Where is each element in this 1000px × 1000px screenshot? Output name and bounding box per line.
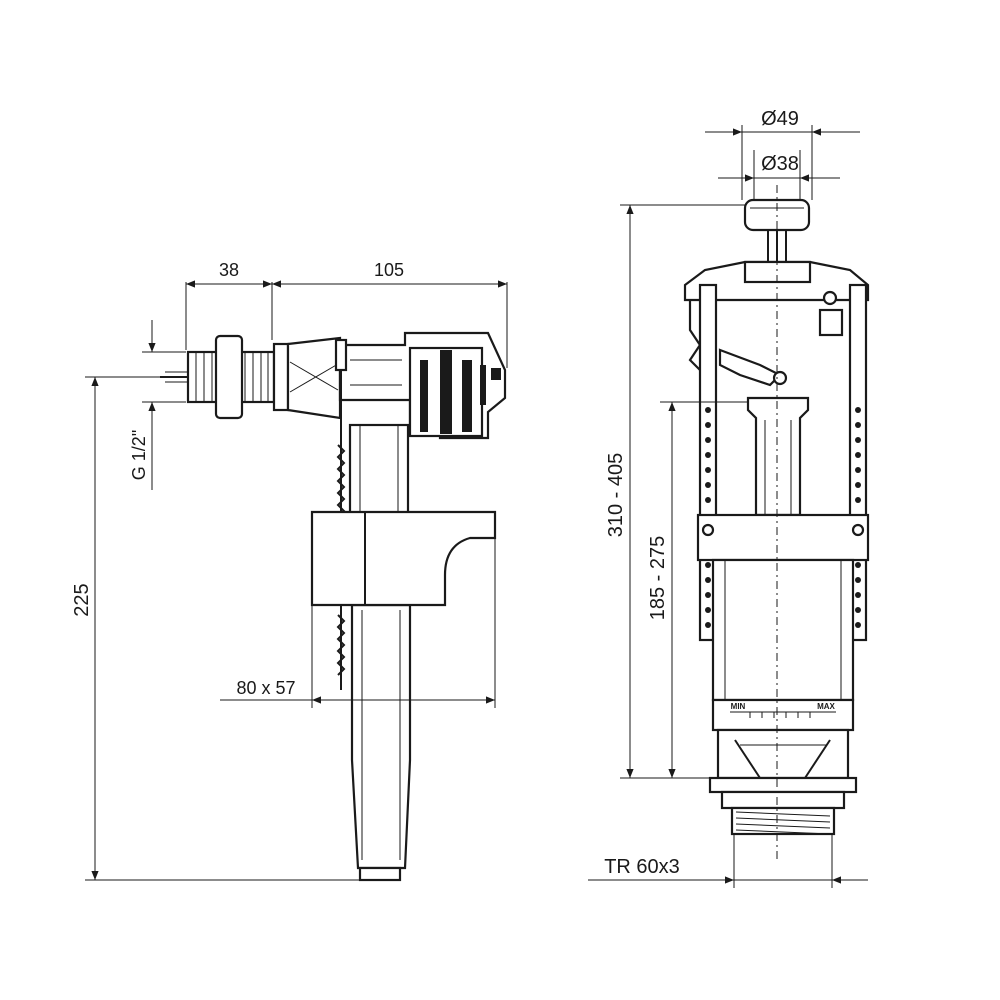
dim-float-label: 80 x 57 (236, 678, 295, 698)
dim-button-outer-label: Ø49 (761, 108, 799, 130)
overflow-tube (746, 396, 810, 517)
valve-head (334, 331, 507, 440)
main-tube (348, 423, 412, 882)
scale-max-label: MAX (817, 702, 835, 711)
dim-thread-label: G 1/2" (129, 430, 149, 480)
fill-valve-dimensions (85, 280, 508, 881)
dim-button-inner-label: Ø38 (761, 153, 799, 175)
scale-min-label: MIN (731, 702, 746, 711)
fill-valve: 38 105 G 1/2" 225 80 x 57 (71, 260, 508, 882)
inlet-shank (160, 334, 290, 420)
dim-thread-outlet-label: TR 60x3 (604, 856, 680, 878)
height-scale: MIN MAX (711, 698, 855, 732)
dim-height-label: 225 (71, 583, 93, 616)
float (310, 510, 497, 607)
dim-105-label: 105 (374, 260, 404, 280)
threaded-outlet (720, 790, 846, 836)
dim-overflow-height-label: 185 - 275 (647, 536, 669, 621)
bell-body (696, 513, 870, 702)
dim-total-height-label: 310 - 405 (605, 453, 627, 538)
bottom-cage (708, 728, 858, 794)
dim-38-label: 38 (219, 260, 239, 280)
flush-valve: MIN MAX (588, 108, 870, 888)
flush-valve-dimensions (588, 125, 868, 888)
